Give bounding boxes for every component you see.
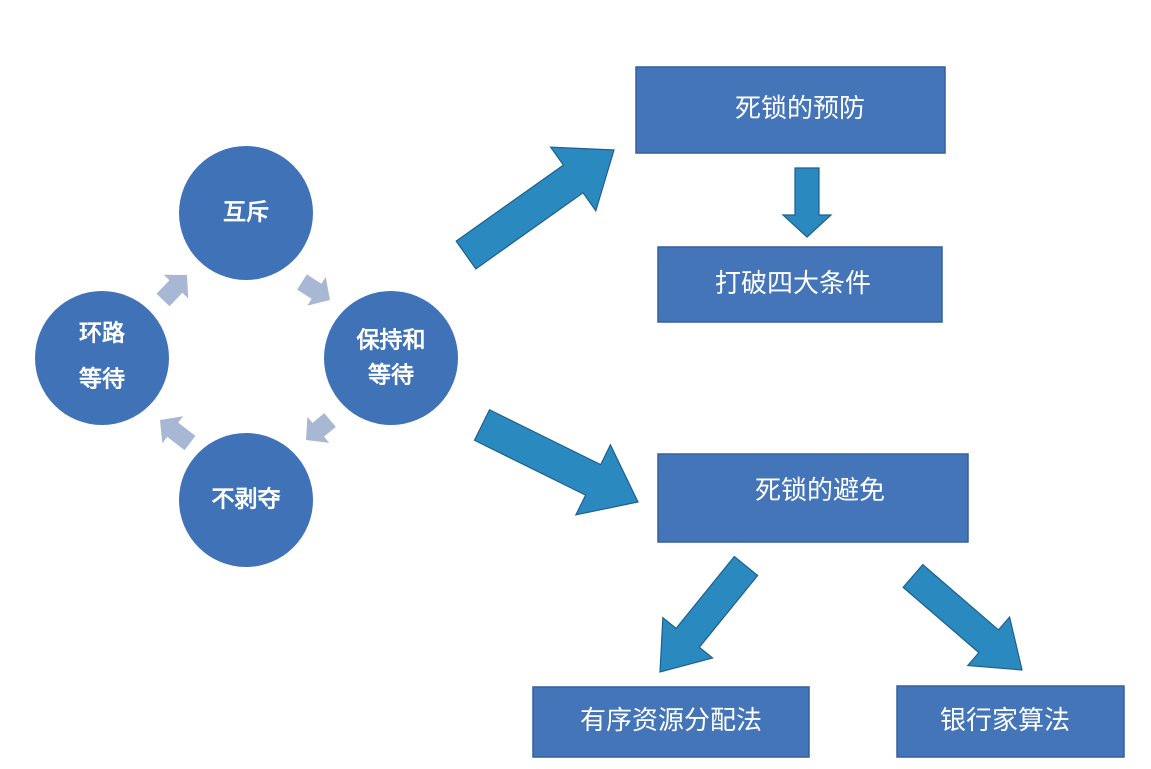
cycle-arrow-icon [297,274,330,306]
condition-label: 互斥 [223,200,269,226]
box-break-conditions: 打破四大条件 [657,246,943,323]
box-label: 有序资源分配法 [580,706,762,736]
arrow-to-bankers-icon [902,563,1023,671]
arrows-layer [156,146,1023,673]
arrow-to-prevention-icon [455,146,615,270]
condition-no-preemption: 不剥夺 [179,433,313,567]
condition-label: 保持和 [356,327,426,354]
box-label: 打破四大条件 [715,269,871,299]
condition-label: 环路 [79,320,126,347]
box-prevention: 死锁的预防 [635,66,946,154]
cycle-arrow-icon [156,274,189,307]
box-label: 银行家算法 [940,706,1070,736]
box-ordered-allocation: 有序资源分配法 [532,686,810,758]
box-avoidance: 死锁的避免 [657,453,969,543]
cycle-arrow-icon [160,416,196,451]
arrow-to-avoidance-icon [473,408,639,516]
arrow-to-ordered-allocation-icon [659,555,759,673]
box-bankers-algorithm: 银行家算法 [896,685,1125,758]
condition-label: 不剥夺 [212,487,282,513]
box-label: 死锁的避免 [755,476,885,506]
condition-hold-and-wait: 保持和 等待 [324,291,458,425]
condition-mutual-exclusion: 互斥 [179,146,313,280]
condition-label: 等待 [79,366,125,393]
cycle-arrow-icon [306,413,336,443]
box-label: 死锁的预防 [735,94,865,124]
condition-circular-wait: 环路 等待 [35,291,169,425]
condition-label: 等待 [368,362,414,389]
arrow-down-to-break-conditions-icon [781,167,833,238]
